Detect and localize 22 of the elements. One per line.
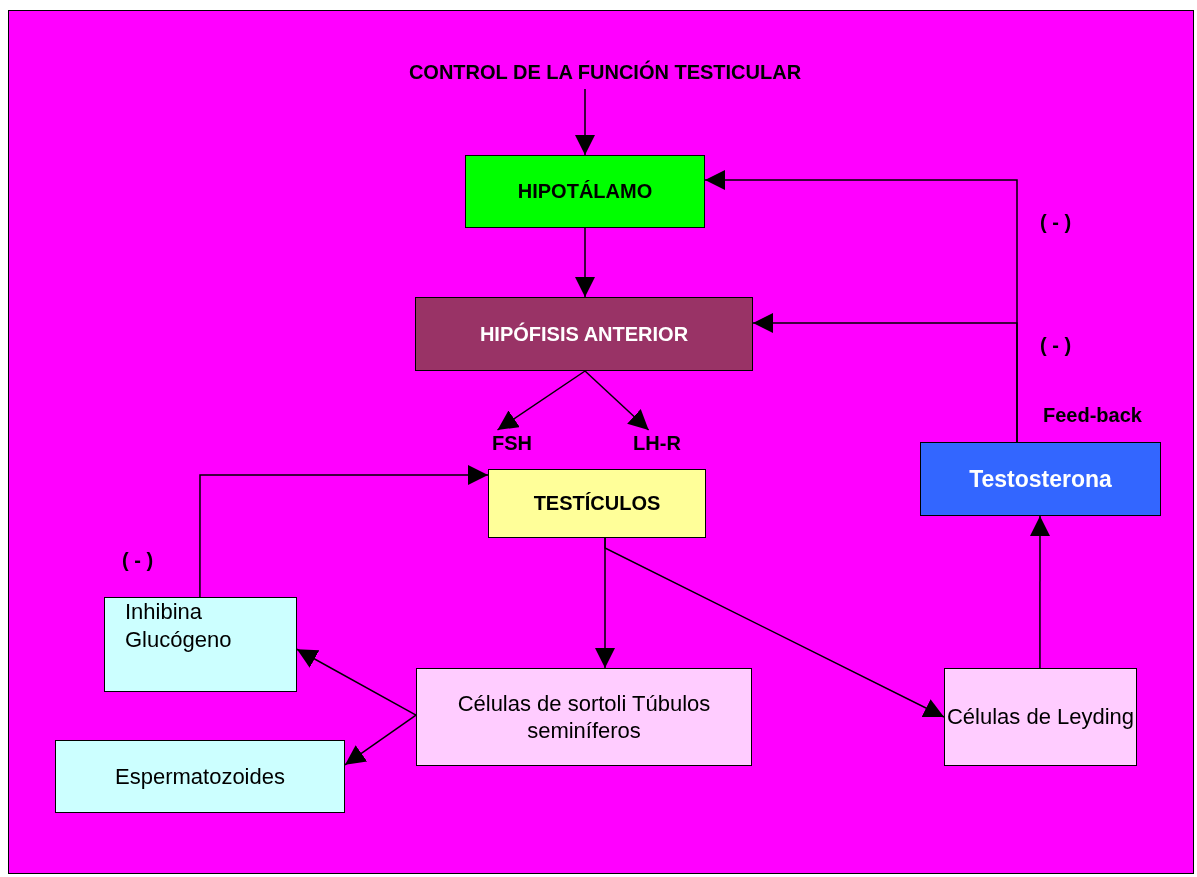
- process-box: Células de sortoli Túbulos seminíferos: [416, 668, 752, 766]
- note-label: Feed-back: [1043, 403, 1142, 428]
- arrow: [1030, 515, 1050, 669]
- arrow: [199, 465, 489, 598]
- process-box: Células de Leyding: [944, 668, 1137, 766]
- process-box: HIPOTÁLAMO: [465, 155, 705, 228]
- process-box: HIPÓFISIS ANTERIOR: [415, 297, 753, 371]
- process-box: Inhibina Glucógeno: [104, 597, 297, 692]
- process-box: Espermatozoides: [55, 740, 345, 813]
- hormone-label: FSH: [483, 430, 541, 456]
- title-text: CONTROL DE LA FUNCIÓN TESTICULAR: [330, 55, 880, 89]
- hormone-label: LH-R: [622, 430, 692, 456]
- arrow: [496, 370, 586, 431]
- arrow: [575, 227, 595, 298]
- process-box: Testosterona: [920, 442, 1161, 516]
- arrow: [584, 370, 650, 431]
- arrow: [752, 313, 1018, 443]
- arrow: [296, 648, 417, 716]
- process-box: TESTÍCULOS: [488, 469, 706, 538]
- arrow: [604, 537, 945, 718]
- arrow: [344, 714, 417, 766]
- arrow: [575, 88, 595, 156]
